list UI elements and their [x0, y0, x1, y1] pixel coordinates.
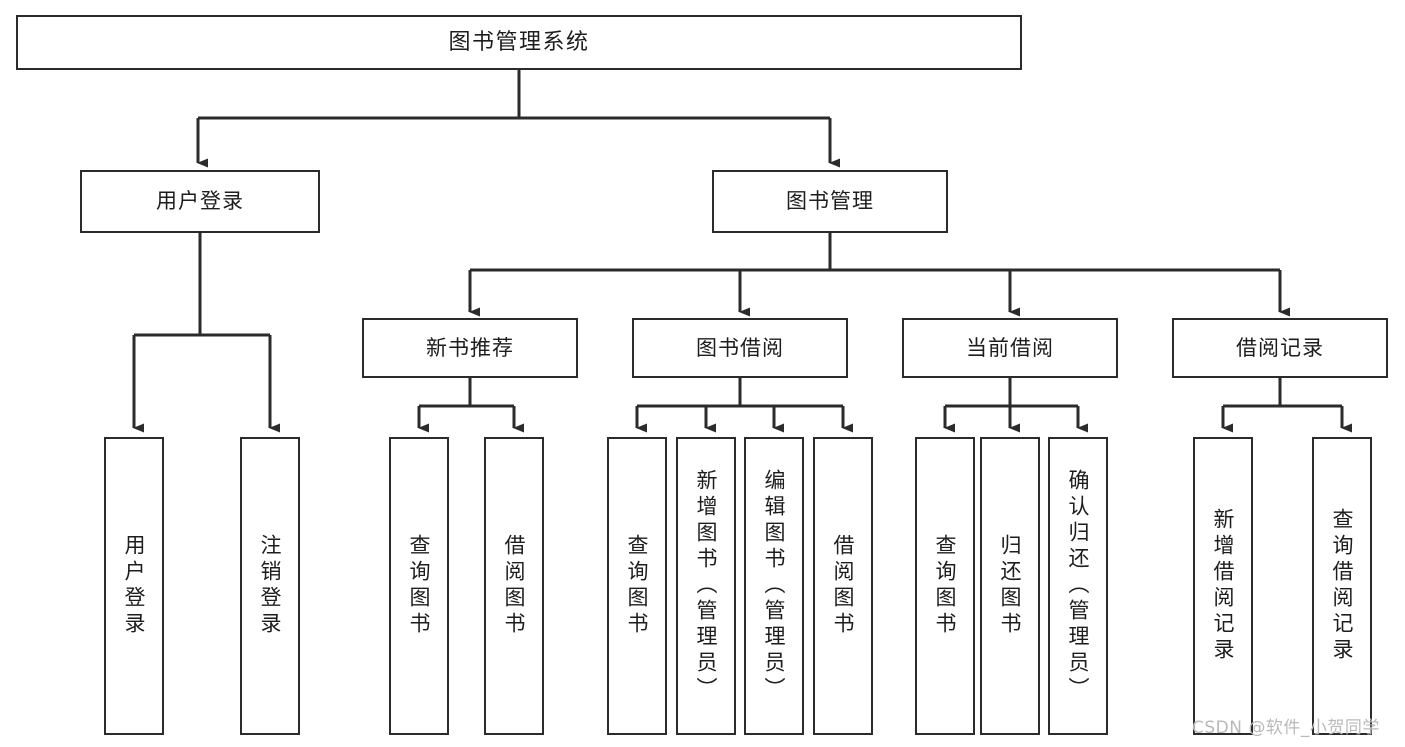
node-label: 借阅图书: [502, 534, 527, 638]
node-new-book-recommendation[interactable]: 新书推荐: [362, 318, 578, 378]
leaf-add-book-admin[interactable]: 新增图书（管理员）: [676, 437, 736, 735]
leaf-edit-book-admin[interactable]: 编辑图书（管理员）: [744, 437, 804, 735]
node-label: 新增借阅记录: [1211, 508, 1236, 664]
leaf-user-login[interactable]: 用户登录: [104, 437, 164, 735]
leaf-add-borrow-record[interactable]: 新增借阅记录: [1193, 437, 1253, 735]
node-label: 查询借阅记录: [1330, 508, 1355, 664]
node-current-borrow[interactable]: 当前借阅: [902, 318, 1118, 378]
node-label: 借阅记录: [1236, 335, 1324, 360]
watermark-text: CSDN @软件_小贺同学: [1192, 718, 1380, 738]
leaf-query-book-borrow[interactable]: 查询图书: [607, 437, 667, 735]
node-label: 注销登录: [258, 534, 283, 638]
node-label: 查询图书: [625, 534, 650, 638]
node-label: 编辑图书（管理员）: [762, 469, 787, 703]
leaf-borrow-book-recommendation[interactable]: 借阅图书: [484, 437, 544, 735]
node-borrow-record[interactable]: 借阅记录: [1172, 318, 1388, 378]
node-label: 确认归还（管理员）: [1066, 469, 1091, 703]
leaf-borrow-book[interactable]: 借阅图书: [813, 437, 873, 735]
node-book-management[interactable]: 图书管理: [712, 170, 948, 233]
node-label: 图书管理: [786, 189, 874, 214]
node-book-borrow[interactable]: 图书借阅: [632, 318, 848, 378]
leaf-confirm-return-admin[interactable]: 确认归还（管理员）: [1048, 437, 1108, 735]
node-root-book-management-system[interactable]: 图书管理系统: [16, 15, 1022, 70]
node-label: 当前借阅: [966, 335, 1054, 360]
node-label: 查询图书: [933, 534, 958, 638]
leaf-query-borrow-record[interactable]: 查询借阅记录: [1312, 437, 1372, 735]
leaf-query-book-current[interactable]: 查询图书: [915, 437, 975, 735]
node-label: 查询图书: [407, 534, 432, 638]
node-label: 新增图书（管理员）: [694, 469, 719, 703]
node-label: 借阅图书: [831, 534, 856, 638]
leaf-logout[interactable]: 注销登录: [240, 437, 300, 735]
leaf-return-book[interactable]: 归还图书: [980, 437, 1040, 735]
node-label: 归还图书: [998, 534, 1023, 638]
leaf-query-book-recommendation[interactable]: 查询图书: [389, 437, 449, 735]
node-label: 新书推荐: [426, 335, 514, 360]
node-label: 图书借阅: [696, 335, 784, 360]
node-user-login[interactable]: 用户登录: [80, 170, 320, 233]
node-label: 用户登录: [122, 534, 147, 638]
node-label: 图书管理系统: [448, 29, 590, 55]
node-label: 用户登录: [156, 189, 244, 214]
